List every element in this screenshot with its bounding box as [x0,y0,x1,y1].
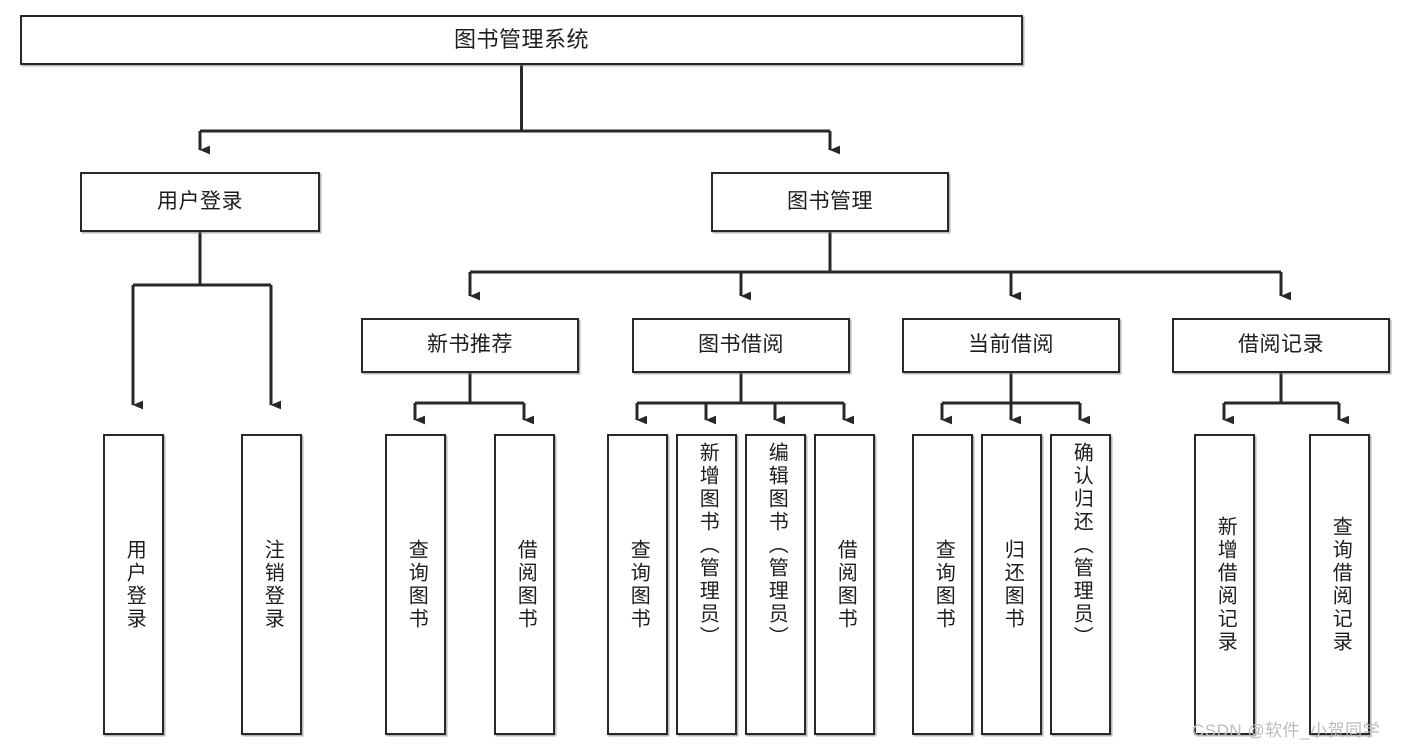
node-label: 查询图书 [932,538,955,631]
node-label: 新书推荐 [427,333,513,357]
node-label: 用户登录 [157,189,243,213]
leaf-query-book-current[interactable]: 查询图书 [912,434,973,735]
leaf-borrow-book[interactable]: 借阅图书 [814,434,875,735]
node-label: 借阅记录 [1238,333,1324,357]
leaf-edit-book-admin[interactable]: 编辑图书（管理员） [745,434,806,735]
leaf-query-book-borrow[interactable]: 查询图书 [607,434,668,735]
leaf-confirm-return-admin[interactable]: 确认归还（管理员） [1050,434,1111,735]
leaf-add-book-admin[interactable]: 新增图书（管理员） [676,434,737,735]
node-label: 图书借阅 [698,333,784,357]
node-label: 借阅图书 [834,538,857,631]
node-new-book-recommendation[interactable]: 新书推荐 [361,318,579,373]
leaf-query-book-recommend[interactable]: 查询图书 [385,434,446,735]
node-borrow-record[interactable]: 借阅记录 [1172,318,1390,373]
leaf-add-borrow-record[interactable]: 新增借阅记录 [1194,434,1255,735]
node-label: 新增借阅记录 [1214,515,1237,654]
node-user-login[interactable]: 用户登录 [80,172,320,232]
node-label: 查询图书 [627,538,650,631]
node-label: 借阅图书 [514,538,537,631]
node-book-borrow[interactable]: 图书借阅 [632,318,850,373]
node-label: 确认归还（管理员） [1070,442,1093,649]
node-current-borrow[interactable]: 当前借阅 [902,318,1120,373]
leaf-user-login[interactable]: 用户登录 [103,434,164,735]
node-label: 图书管理 [787,189,873,213]
node-label: 当前借阅 [968,333,1054,357]
node-label: 用户登录 [123,538,146,631]
leaf-borrow-book-recommend[interactable]: 借阅图书 [494,434,555,735]
node-label: 注销登录 [261,538,284,631]
node-label: 查询借阅记录 [1329,515,1352,654]
node-label: 编辑图书（管理员） [765,442,788,649]
leaf-return-book[interactable]: 归还图书 [981,434,1042,735]
node-book-management[interactable]: 图书管理 [711,172,949,232]
csdn-watermark: CSDN @软件_小贺同学 [1192,721,1381,740]
node-label: 归还图书 [1001,538,1024,631]
node-label: 新增图书（管理员） [696,442,719,649]
leaf-logout[interactable]: 注销登录 [241,434,302,735]
node-root-book-management-system[interactable]: 图书管理系统 [20,15,1023,65]
node-label: 图书管理系统 [453,27,589,53]
node-label: 查询图书 [405,538,428,631]
leaf-query-borrow-record[interactable]: 查询借阅记录 [1309,434,1370,735]
